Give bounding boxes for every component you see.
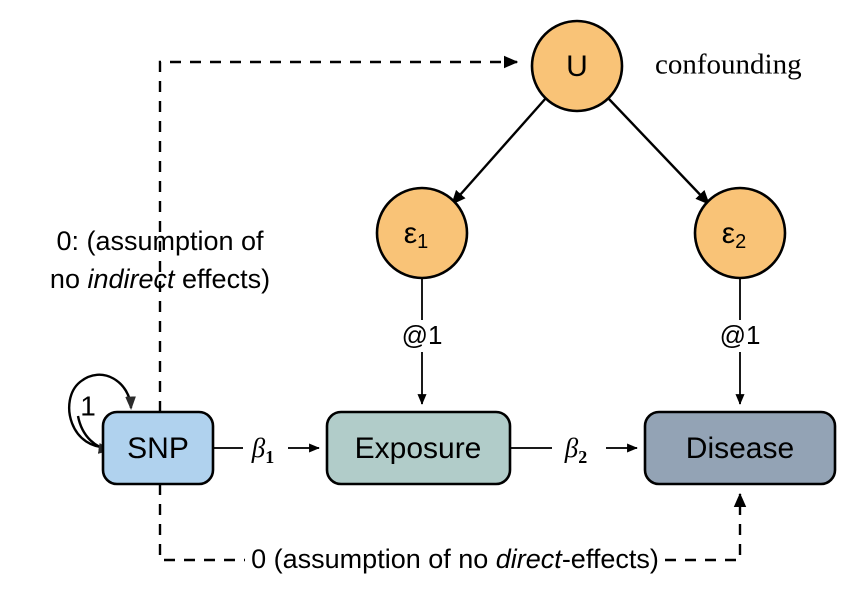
edge-snp-to-u-dashed (158, 55, 519, 412)
edge-u-to-eps1 (451, 97, 547, 205)
annotation-direct-italic: direct (496, 544, 564, 574)
annotation-confounding: confounding (655, 49, 802, 81)
node-snp-label: SNP (127, 432, 189, 465)
annotation-indirect-effects: 0: (assumption of no indirect effects) (50, 226, 270, 294)
edge-label-beta2-subscript: 2 (578, 447, 587, 467)
node-u[interactable]: U (530, 19, 624, 113)
edge-u-to-eps2 (607, 97, 710, 205)
edge-label-beta1-subscript: 1 (265, 447, 274, 467)
node-eps2[interactable]: ε2 (693, 186, 787, 280)
node-exposure[interactable]: Exposure (325, 410, 512, 486)
node-eps1[interactable]: ε1 (375, 186, 469, 280)
svg-text:ε2: ε2 (722, 217, 747, 253)
edge-label-beta1-symbol: β (251, 433, 266, 463)
edge-label-at1-exposure: @1 (402, 320, 443, 350)
node-eps1-label: ε (404, 217, 417, 250)
annotation-indirect-line1: 0: (assumption of (56, 226, 264, 256)
annotation-indirect-line2-pre: no (50, 264, 88, 294)
svg-text:0: (assumption of: 0: (assumption of (56, 226, 264, 256)
svg-text:no indirect effects): no indirect effects) (50, 264, 270, 294)
node-eps2-subscript: 2 (735, 231, 746, 253)
edge-label-beta2: β2 (564, 433, 587, 467)
edge-label-snp-loop: 1 (80, 390, 96, 421)
node-disease[interactable]: Disease (643, 410, 837, 486)
annotation-indirect-line2-italic: indirect (87, 264, 176, 294)
annotation-direct-post: -effects) (562, 544, 659, 574)
annotation-indirect-line2-post: effects) (175, 264, 271, 294)
annotation-direct-pre: 0 (assumption of no (251, 544, 496, 574)
edge-snp-to-disease-dashed (158, 484, 747, 562)
annotation-direct-effects: 0 (assumption of no direct-effects) (251, 544, 659, 574)
svg-text:ε1: ε1 (404, 217, 429, 253)
node-exposure-label: Exposure (355, 432, 482, 465)
node-eps2-label: ε (722, 217, 735, 250)
edge-label-at1-disease: @1 (720, 320, 761, 350)
node-eps1-subscript: 1 (417, 231, 428, 253)
edge-label-beta1: β1 (251, 433, 274, 467)
node-disease-label: Disease (686, 432, 794, 465)
node-u-label: U (566, 50, 588, 83)
node-snp[interactable]: SNP (101, 410, 215, 486)
edge-label-beta2-symbol: β (564, 433, 579, 463)
